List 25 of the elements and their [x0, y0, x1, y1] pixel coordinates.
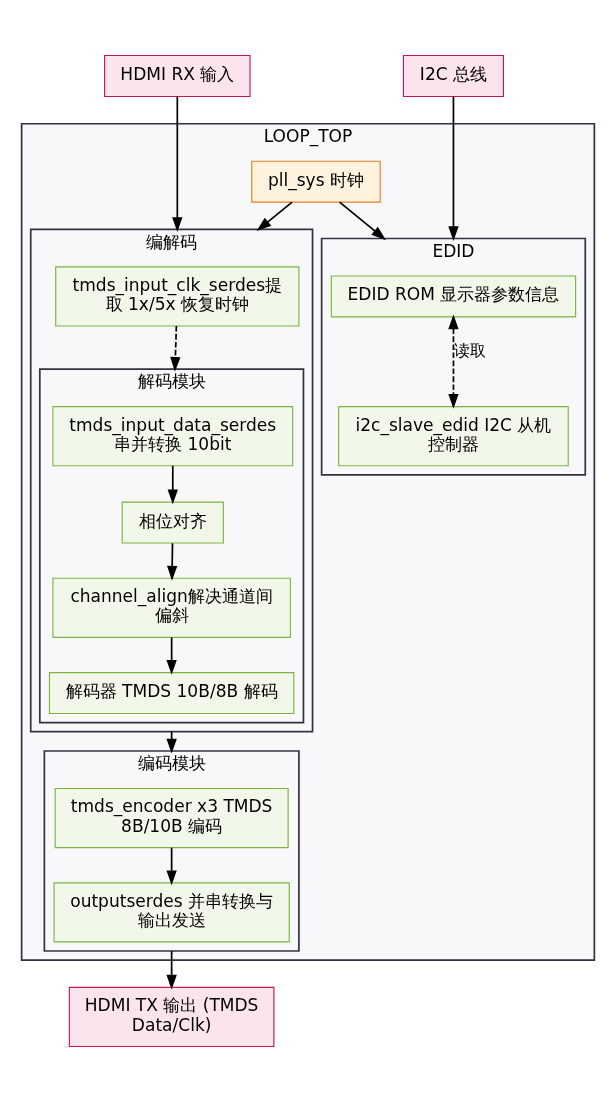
- arrow: [166, 950, 177, 990]
- arrow: [338, 201, 386, 241]
- node-box: tmds_input_data_serdes 串并转换 10bit: [52, 406, 294, 467]
- arrow: [256, 201, 293, 232]
- arrow: [448, 314, 459, 409]
- node-box: channel_align解决通道间偏斜: [52, 577, 291, 638]
- node-box: i2c_slave_edid I2C 从机控制器: [338, 406, 569, 467]
- arrow: [167, 464, 178, 505]
- node-box: tmds_input_clk_serdes提取 1x/5x 恢复时钟: [55, 266, 300, 327]
- node-box: outputserdes 并串转换与输出发送: [53, 882, 290, 943]
- arrow: [166, 846, 177, 886]
- node-box: 解码器 TMDS 10B/8B 解码: [48, 672, 295, 715]
- node-box: tmds_encoder x3 TMDS 8B/10B 编码: [54, 787, 289, 849]
- arrow: [170, 325, 181, 372]
- arrow: [448, 95, 459, 242]
- node-box: pll_sys 时钟: [251, 160, 381, 203]
- arrow: [167, 542, 178, 581]
- arrow: [172, 95, 183, 232]
- node-box: HDMI TX 输出 (TMDS Data/Clk): [68, 986, 275, 1047]
- node-box: 相位对齐: [121, 501, 224, 544]
- node-box: I2C 总线: [402, 55, 504, 97]
- node-box: HDMI RX 输入: [104, 55, 251, 97]
- edge-label: 读取: [453, 340, 486, 360]
- arrow: [166, 636, 177, 675]
- node-box: EDID ROM 显示器参数信息: [330, 275, 577, 318]
